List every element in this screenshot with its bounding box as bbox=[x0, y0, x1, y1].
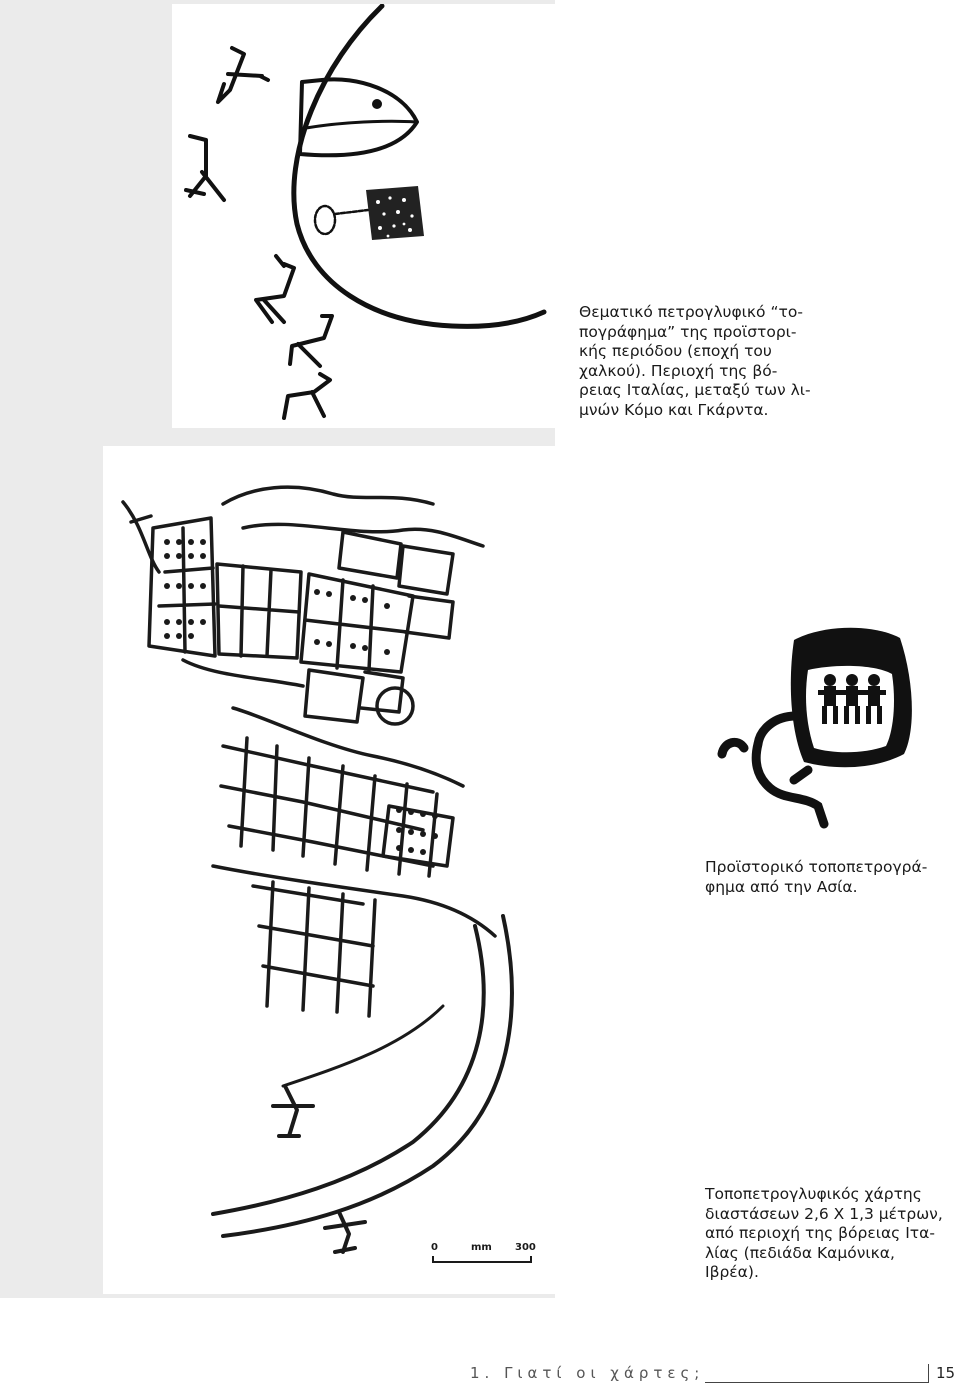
footer-divider-tick bbox=[928, 1364, 929, 1383]
scale-bar-right-tick bbox=[530, 1256, 532, 1263]
petroglyph-map-figure: 0 mm 300 bbox=[103, 446, 567, 1294]
dot-field-marks bbox=[164, 539, 438, 855]
caption-petroglyph-map: Τοποπετρογλυφικός χάρτης διαστάσεων 2,6 … bbox=[705, 1185, 943, 1281]
hatched-box bbox=[366, 186, 424, 240]
caption-italy-petroglyph: Θεματικό πετρογλυφικό “το- πογράφημα” τη… bbox=[579, 303, 811, 419]
petroglyph-italy-figure bbox=[172, 4, 555, 428]
footer-divider-line bbox=[705, 1382, 928, 1383]
scale-bar-line bbox=[432, 1261, 532, 1263]
scale-bar-left-tick bbox=[432, 1256, 434, 1263]
page-number: 15 bbox=[936, 1364, 956, 1382]
petroglyph-asia-drawing bbox=[717, 627, 912, 829]
scale-bar-end-label: 300 bbox=[515, 1242, 536, 1253]
scale-bar-unit-label: mm bbox=[471, 1242, 492, 1253]
petroglyph-asia-figure bbox=[704, 620, 924, 830]
footer-chapter-title: 1. Γιατί οι χάρτες; bbox=[470, 1364, 705, 1382]
petroglyph-map-drawing bbox=[121, 485, 514, 1254]
caption-asia-petroglyph: Προϊστορικό τοποπετρογρά- φημα από την Α… bbox=[705, 858, 928, 896]
scale-bar-start-label: 0 bbox=[431, 1242, 438, 1253]
scale-bar: 0 mm 300 bbox=[431, 1242, 541, 1266]
petroglyph-italy-drawing bbox=[184, 4, 547, 420]
